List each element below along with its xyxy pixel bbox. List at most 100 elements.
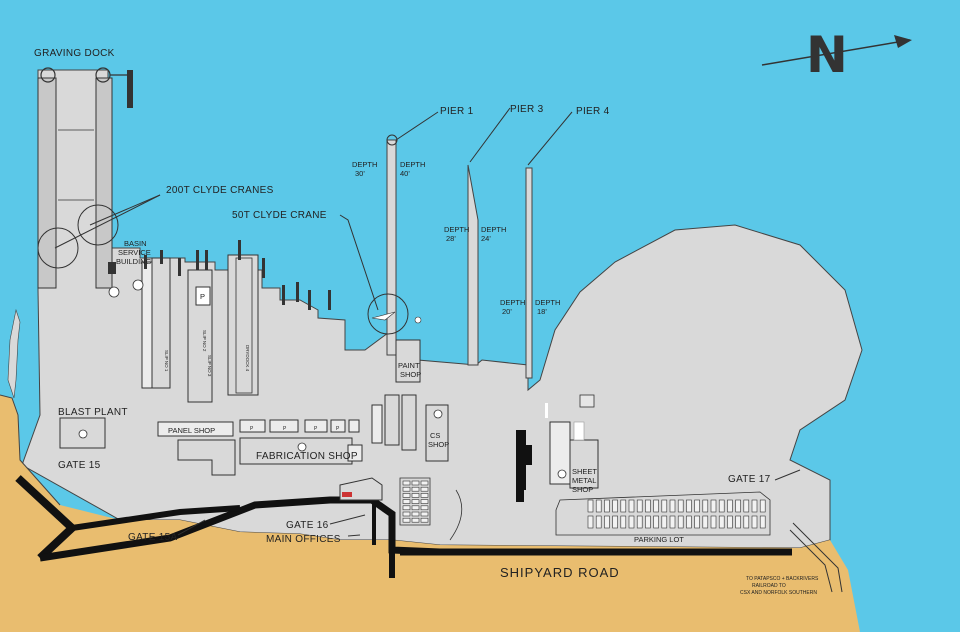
paint-shop-label-2: SHOP	[400, 370, 421, 379]
parking-stall	[669, 515, 676, 529]
parking-stall	[420, 493, 429, 498]
pier-3-depth-b: 24'	[481, 234, 491, 243]
gate-15-label: GATE 15	[58, 460, 101, 471]
parking-stall	[595, 499, 602, 513]
parking-stall	[702, 499, 709, 513]
drydock-4-label: DRYDOCK 4	[245, 345, 250, 372]
parking-stall	[402, 480, 411, 486]
parking-marker: P	[336, 426, 340, 432]
pier-3-depth-word-a: DEPTH	[444, 225, 469, 234]
leaders	[54, 107, 801, 537]
parking-stall	[587, 499, 594, 513]
parking-stall	[710, 499, 717, 513]
parking-stall	[727, 515, 733, 529]
parking-stall	[587, 515, 594, 529]
parking-stall	[636, 515, 643, 529]
pier-1-depth-word-b: DEPTH	[400, 160, 425, 169]
parking-stall	[420, 511, 429, 517]
buildings	[59, 394, 599, 502]
parking	[399, 477, 771, 541]
labels: GRAVING DOCK 200T CLYDE CRANES 50T CLYDE…	[34, 48, 819, 596]
parking-stall	[727, 499, 733, 513]
parking-stall	[694, 515, 700, 529]
parking-stall	[402, 517, 411, 523]
parking-stall	[751, 515, 758, 529]
crane-radius-icon	[37, 227, 79, 269]
parking-marker: P	[200, 292, 205, 301]
parking-stall	[612, 515, 618, 529]
clyde-crane-50t-label: 50T CLYDE CRANE	[232, 210, 327, 221]
parking-stall	[653, 499, 659, 513]
sand-area	[0, 394, 860, 632]
parking-stall	[411, 505, 420, 511]
parking-stall	[402, 505, 411, 511]
basin-label-1: BASIN	[124, 239, 147, 248]
slips: SLIP NO 1 SLIP NO 2 SLIP NO 3 DRYDOCK 4 …	[132, 240, 331, 403]
parking-stall	[710, 515, 717, 529]
parking-stall	[702, 515, 709, 529]
sheet-metal-label-3: SHOP	[572, 485, 593, 494]
pier-4-label: PIER 4	[576, 106, 610, 117]
basin-label-3: BUILDING	[116, 257, 152, 266]
parking-stall	[402, 486, 411, 492]
graving-dock	[37, 67, 133, 298]
pier-4-depth-word-a: DEPTH	[500, 298, 525, 307]
basin-label-2: SERVICE	[118, 248, 151, 257]
parking-stall	[628, 515, 635, 529]
parking-stall	[686, 499, 692, 513]
parking-stall	[420, 480, 429, 486]
parking-stall	[411, 480, 420, 486]
parking-stall	[735, 499, 741, 513]
pier-4-depth-a: 20'	[502, 307, 512, 316]
pier-1-label: PIER 1	[440, 106, 474, 117]
parking-marker: P	[314, 426, 318, 432]
parking-stall	[604, 499, 610, 513]
parking-stall	[595, 515, 602, 529]
parking-stall	[694, 499, 700, 513]
parking-stall	[759, 499, 766, 513]
pier-1-depth-b: 40'	[400, 169, 410, 178]
parking-stall	[620, 515, 627, 529]
parking-stall	[411, 486, 420, 492]
parking-stall	[411, 511, 420, 517]
parking-stall	[612, 499, 618, 513]
parking-stall	[420, 486, 429, 492]
parking-stall	[751, 499, 758, 513]
parking-stall	[411, 493, 420, 498]
parking-stall	[718, 515, 725, 529]
sheet-metal-label-1: SHEET	[572, 467, 597, 476]
parking-stall	[628, 499, 635, 513]
slip-2-label: SLIP NO 2	[202, 330, 207, 352]
north-letter: N	[806, 26, 848, 84]
parking-stall	[645, 499, 651, 513]
pier-1-depth-word-a: DEPTH	[352, 160, 377, 169]
parking-stall	[620, 499, 627, 513]
slip-3-label: SLIP NO 3	[207, 355, 212, 377]
paint-shop-label-1: PAINT	[398, 361, 420, 370]
shipyard-road-label: SHIPYARD ROAD	[500, 565, 620, 580]
parking-stall	[420, 517, 429, 523]
pier-4-depth-b: 18'	[537, 307, 547, 316]
parking-stall	[661, 515, 668, 529]
graving-dock-label: GRAVING DOCK	[34, 48, 115, 59]
north-arrow-icon: N	[761, 26, 912, 84]
parking-marker: P	[283, 426, 287, 432]
sheet-metal-label-2: METAL	[572, 476, 596, 485]
panel-shop-label: PANEL SHOP	[168, 426, 215, 435]
parking-stall	[735, 515, 741, 529]
blast-plant-label: BLAST PLANT	[58, 407, 128, 418]
parking-stall	[718, 499, 725, 513]
main-offices-label: MAIN OFFICES	[266, 534, 341, 545]
parking-stall	[653, 515, 659, 529]
rail-note-2: RAILROAD TO	[752, 583, 786, 589]
parking-lot-label: PARKING LOT	[634, 535, 684, 544]
crane-radius-icon	[367, 293, 409, 335]
clyde-cranes-200t-label: 200T CLYDE CRANES	[166, 185, 274, 196]
gate-17-label: GATE 17	[728, 474, 771, 485]
parking-stall	[402, 499, 411, 504]
rail-note-3: CSX AND NORFOLK SOUTHERN	[740, 590, 817, 596]
crane-radius-icon	[77, 204, 119, 246]
pier-3-depth-a: 28'	[446, 234, 456, 243]
fabrication-shop-label: FABRICATION SHOP	[256, 451, 358, 462]
